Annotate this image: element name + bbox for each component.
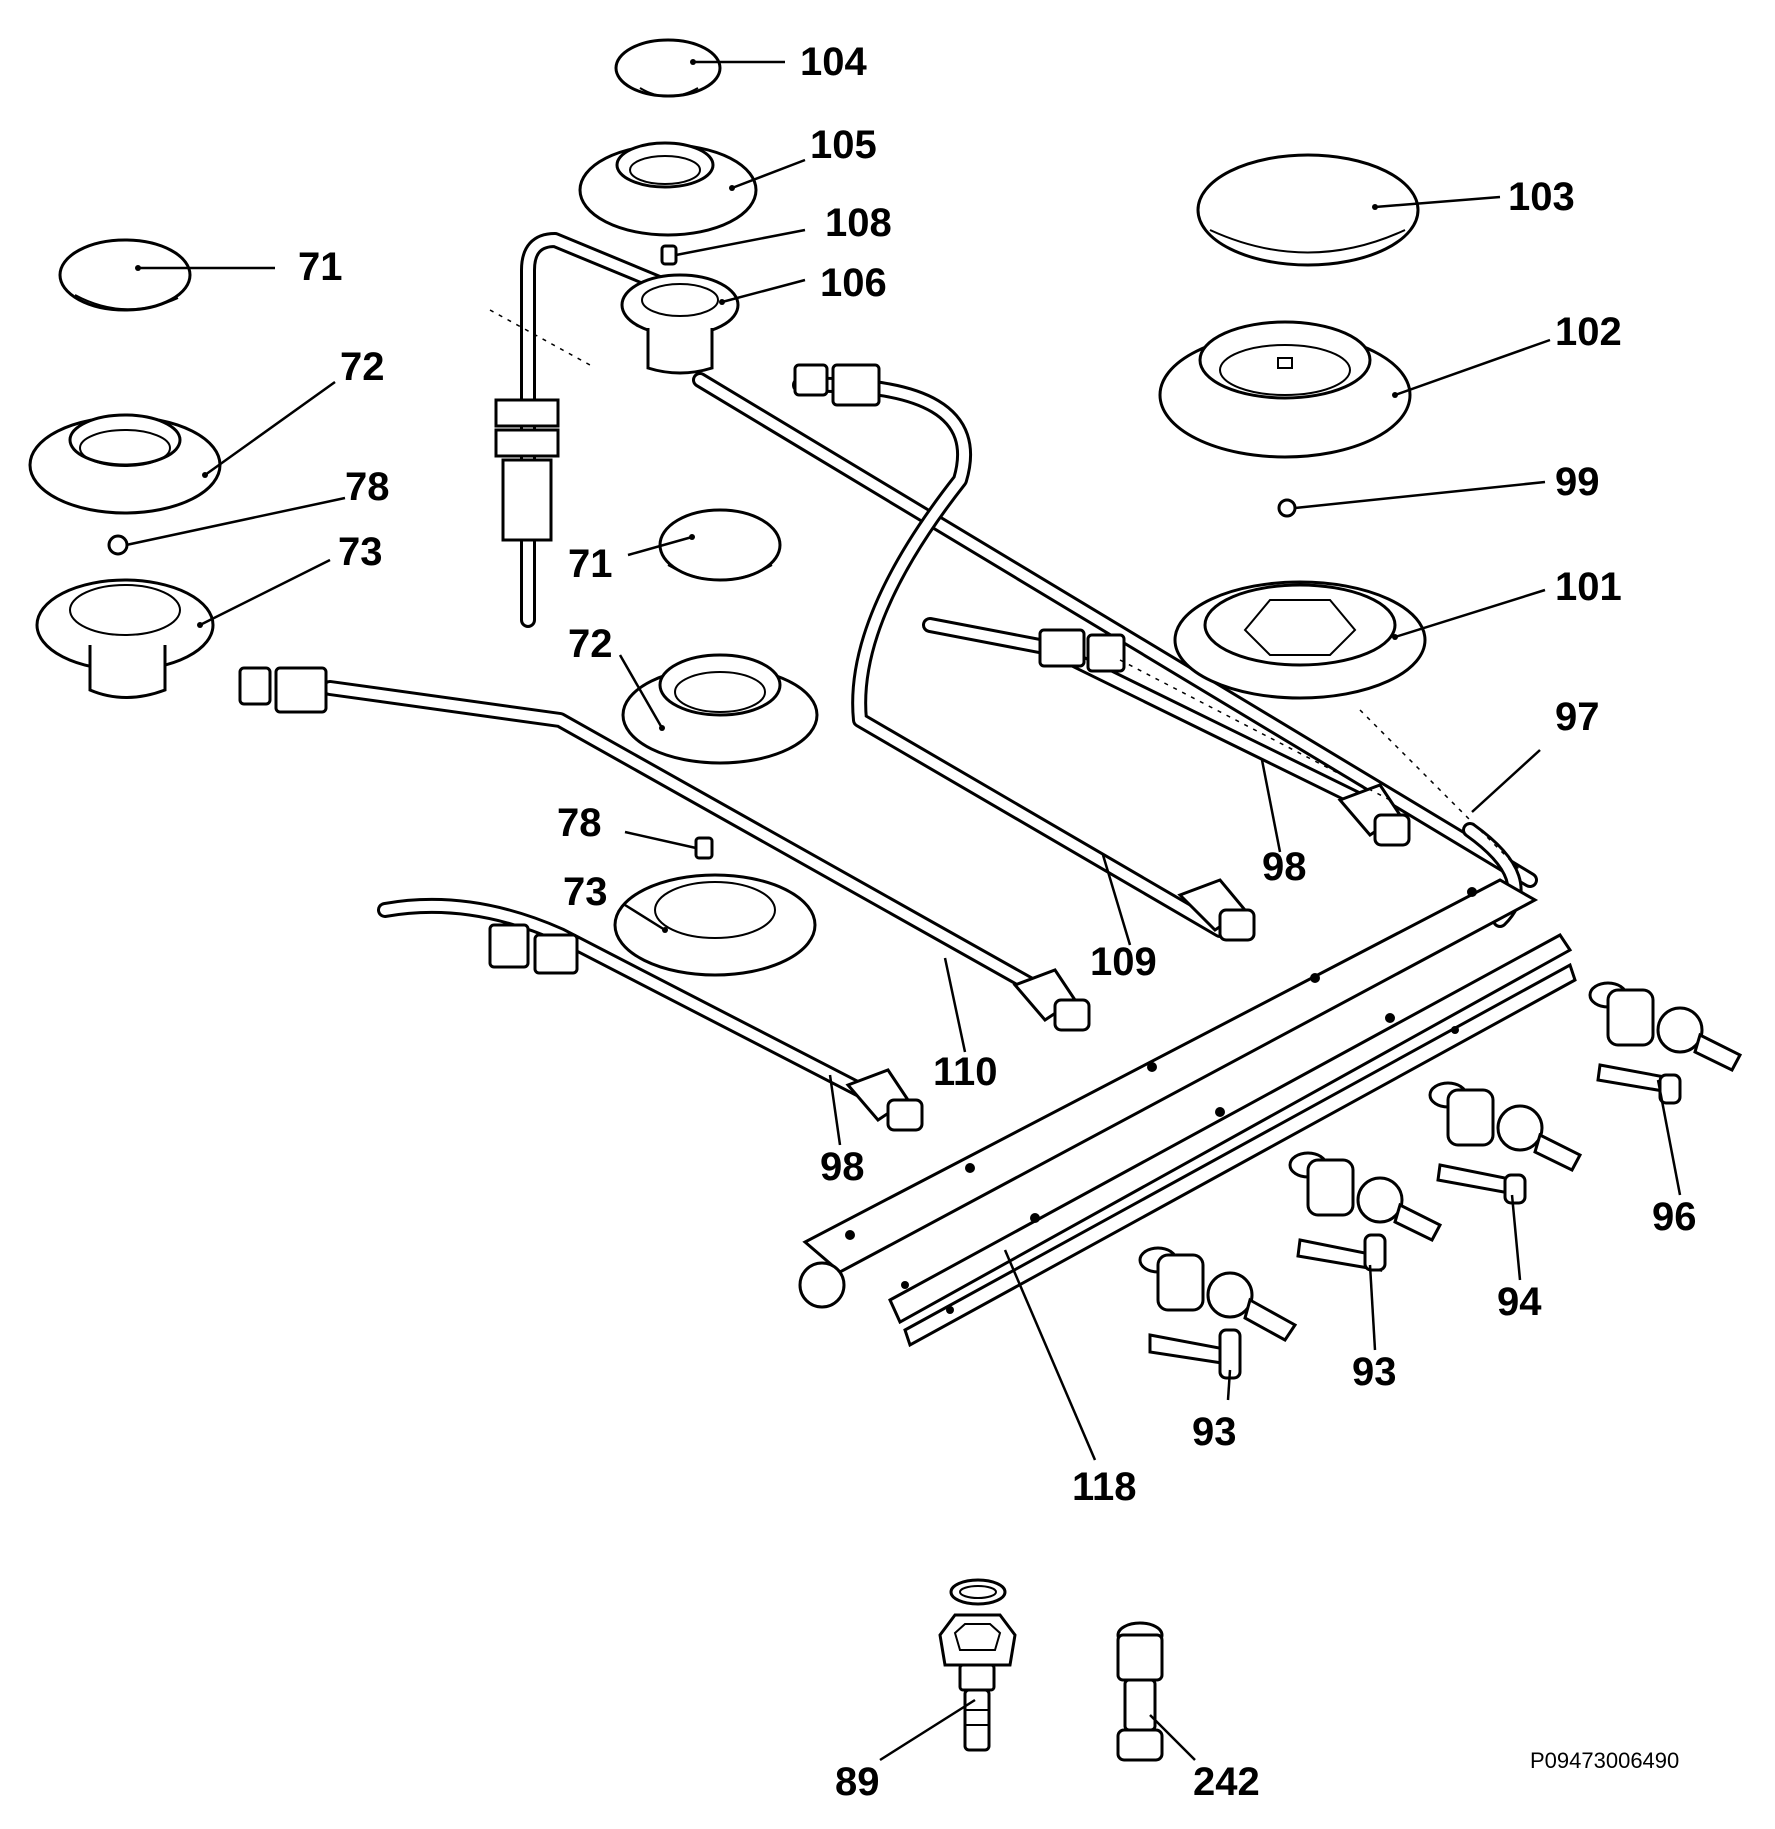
- callout-72-center: 72: [568, 622, 613, 666]
- burner-base-73-center: [613, 873, 817, 977]
- callout-71-left: 71: [298, 245, 343, 289]
- callout-105: 105: [810, 123, 877, 167]
- callout-78-left: 78: [345, 465, 390, 509]
- burner-crown-72-left: [28, 413, 222, 515]
- hose-connector-242: [1116, 1621, 1164, 1762]
- callout-98-left: 98: [820, 1145, 865, 1189]
- callout-99: 99: [1555, 460, 1600, 504]
- callout-labels: 104 105 108 106 103 102 99 101 71 72 78 …: [298, 40, 1697, 1804]
- callout-78-center: 78: [557, 801, 602, 845]
- callout-93-right: 93: [1352, 1350, 1397, 1394]
- callout-96: 96: [1652, 1195, 1697, 1239]
- callout-109: 109: [1090, 940, 1157, 984]
- callout-104: 104: [800, 40, 867, 84]
- callout-72-left: 72: [340, 345, 385, 389]
- leader-lines: [125, 60, 1682, 1762]
- callout-73-left: 73: [338, 530, 383, 574]
- callout-110: 110: [933, 1050, 998, 1094]
- gas-tap-93-right: [1288, 1151, 1443, 1272]
- callout-97: 97: [1555, 695, 1600, 739]
- callout-106: 106: [820, 261, 887, 305]
- burner-cap-71-center: [658, 508, 782, 582]
- burner-crown-102: [1158, 320, 1412, 459]
- callout-108: 108: [825, 201, 892, 245]
- reference-lines: [489, 309, 1521, 871]
- drawing-code: P09473006490: [1530, 1748, 1679, 1773]
- hose-connector-89: [938, 1613, 1017, 1752]
- burner-cap-103: [1196, 153, 1420, 267]
- injector-78-center: [694, 836, 714, 860]
- callout-98-right: 98: [1262, 845, 1307, 889]
- callout-102: 102: [1555, 310, 1622, 354]
- callout-118: 118: [1072, 1465, 1137, 1509]
- callout-93-left: 93: [1192, 1410, 1237, 1454]
- burner-base-101: [1173, 580, 1427, 700]
- gas-manifold-rail-118: [798, 878, 1577, 1348]
- washer-89: [949, 1578, 1007, 1606]
- burner-base-73-left: [35, 578, 215, 699]
- burner-cap-71-left: [58, 238, 192, 312]
- callout-73-center: 73: [563, 870, 608, 914]
- gas-tap-94: [1428, 1081, 1583, 1205]
- gas-pipes: [322, 232, 1538, 1103]
- callout-89: 89: [835, 1760, 880, 1804]
- pipe-fittings: [238, 363, 1411, 1132]
- burner-cap-104: [614, 38, 722, 98]
- callout-101: 101: [1555, 565, 1622, 609]
- callout-242: 242: [1193, 1760, 1260, 1804]
- burner-crown-105: [578, 141, 758, 237]
- injector-108: [660, 244, 678, 266]
- injector-99: [1277, 498, 1297, 518]
- callout-94: 94: [1497, 1280, 1542, 1324]
- gas-tap-93-left: [1138, 1246, 1298, 1380]
- burner-base-106: [620, 273, 740, 375]
- burner-crown-72-center: [621, 653, 819, 765]
- injector-78-left: [107, 534, 129, 556]
- callout-103: 103: [1508, 175, 1575, 219]
- callout-71-center: 71: [568, 542, 613, 586]
- gas-tap-96: [1588, 981, 1743, 1105]
